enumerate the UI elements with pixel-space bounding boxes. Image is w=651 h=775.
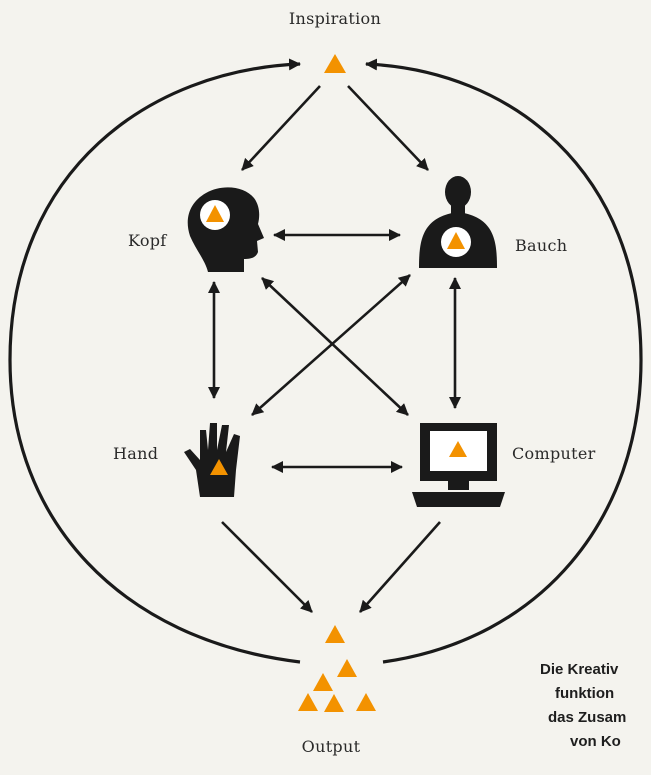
caption-line: von Ko — [570, 733, 621, 750]
caption-line: das Zusam — [548, 709, 627, 726]
label-bauch: Bauch — [515, 236, 567, 255]
arrow-inspiration-bauch — [347, 85, 429, 171]
arrow-computer-output — [359, 521, 441, 613]
loop-arc-left — [8, 58, 301, 664]
head-icon — [187, 187, 264, 272]
arrow-inspiration-kopf — [241, 85, 321, 171]
label-hand: Hand — [113, 444, 158, 463]
arrow-hand-output — [221, 521, 313, 613]
output-triangle-stack-icon — [298, 625, 376, 712]
label-inspiration: Inspiration — [289, 9, 381, 28]
computer-icon — [412, 423, 505, 507]
inspiration-triangle-icon — [324, 54, 346, 73]
hand-icon — [184, 423, 240, 497]
caption-text: Die Kreativ funktion das Zusam von Ko — [540, 658, 651, 754]
label-kopf: Kopf — [128, 231, 167, 250]
label-output: Output — [302, 737, 361, 756]
arrow-bauch-hand — [251, 274, 411, 416]
torso-icon — [419, 176, 497, 268]
loop-arc-right — [365, 58, 643, 664]
caption-line: funktion — [555, 685, 615, 702]
label-computer: Computer — [512, 444, 596, 463]
arrow-kopf-computer — [261, 277, 409, 416]
caption-line: Die Kreativ — [540, 661, 619, 678]
